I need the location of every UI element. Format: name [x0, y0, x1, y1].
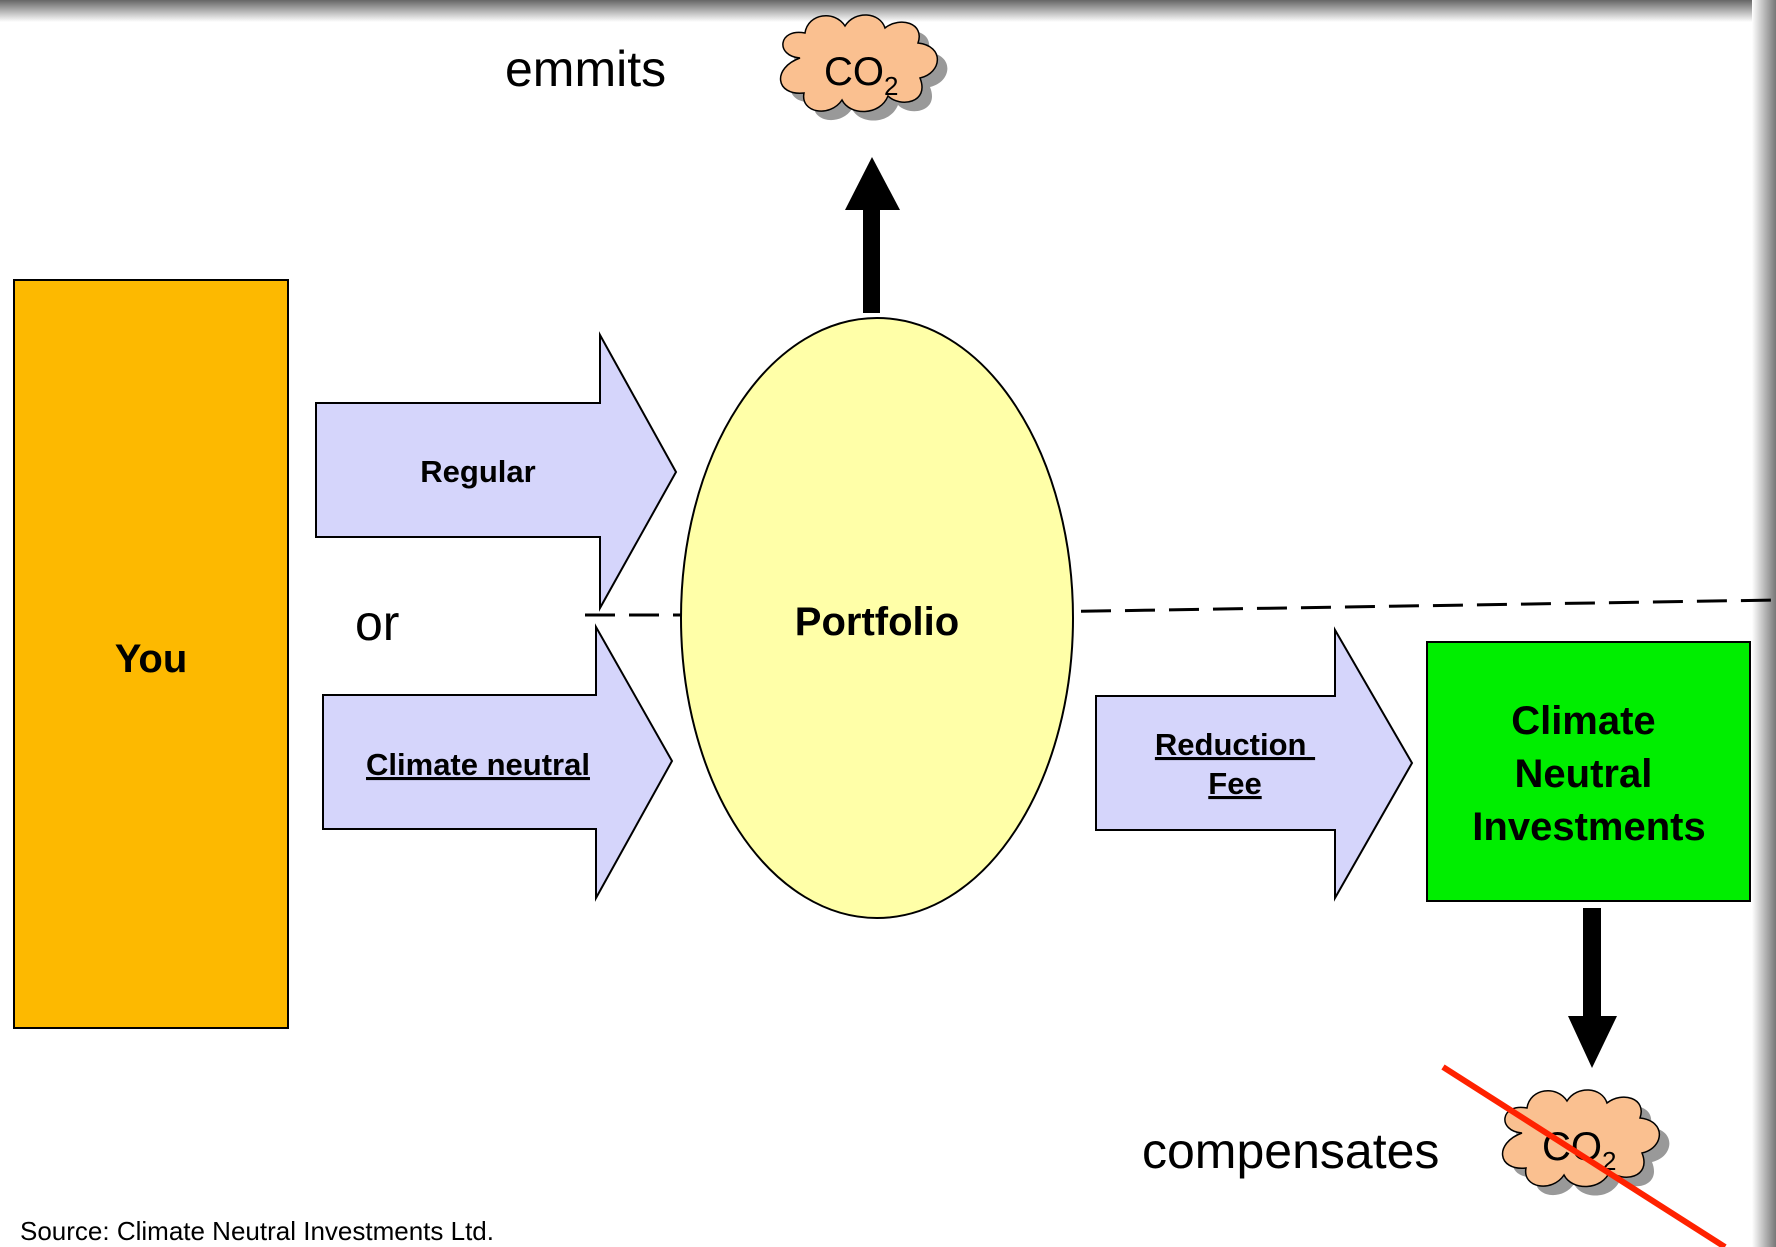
- source-caption: Source: Climate Neutral Investments Ltd.: [20, 1216, 494, 1246]
- climate-neutral-investments-box: [1426, 641, 1751, 902]
- arrow-reduction-fee-line2: Fee: [1208, 766, 1261, 801]
- compensation-down-arrow: [1568, 908, 1617, 1068]
- co2-cloud-emitted: CO2: [779, 14, 948, 121]
- co2-cloud-compensated: CO2: [1501, 1089, 1670, 1196]
- svg-text:Reduction Fee: Reduction Fee: [1155, 727, 1315, 801]
- you-box: [13, 279, 289, 1029]
- cni-box-line1: Climate: [1511, 699, 1656, 743]
- portfolio-label-bg: [770, 590, 985, 645]
- cni-box-line2: Neutral: [1515, 752, 1653, 796]
- arrow-climate-neutral-label: Climate neutral: [366, 747, 590, 782]
- co2-text: CO: [824, 50, 884, 94]
- arrow-reduction-fee: Reduction Fee: [1095, 626, 1414, 902]
- arrow-climate-neutral: Climate neutral: [322, 623, 674, 902]
- strike-through-line: [1441, 1064, 1727, 1247]
- arrow-regular-label: Regular: [420, 454, 535, 489]
- co2-subscript: 2: [884, 71, 898, 101]
- or-label: or: [355, 595, 399, 651]
- svg-text:CO2: CO2: [824, 50, 898, 101]
- svg-text:Climate Neutral Invest: Climate Neutral Investments: [1472, 699, 1705, 849]
- cni-box-line3: Investments: [1472, 805, 1705, 849]
- portfolio-label: Portfolio: [795, 600, 959, 644]
- right-edge-shade: [1752, 0, 1776, 1247]
- compensates-label: compensates: [1142, 1123, 1439, 1179]
- top-shadow-bar: [0, 0, 1776, 22]
- emits-label: emmits: [505, 41, 666, 97]
- emission-up-arrow: [845, 157, 900, 313]
- you-label: You: [115, 637, 188, 681]
- arrow-reduction-fee-line1: Reduction: [1155, 727, 1307, 762]
- dashed-divider-right: [1036, 598, 1776, 614]
- arrow-regular: Regular: [315, 331, 678, 612]
